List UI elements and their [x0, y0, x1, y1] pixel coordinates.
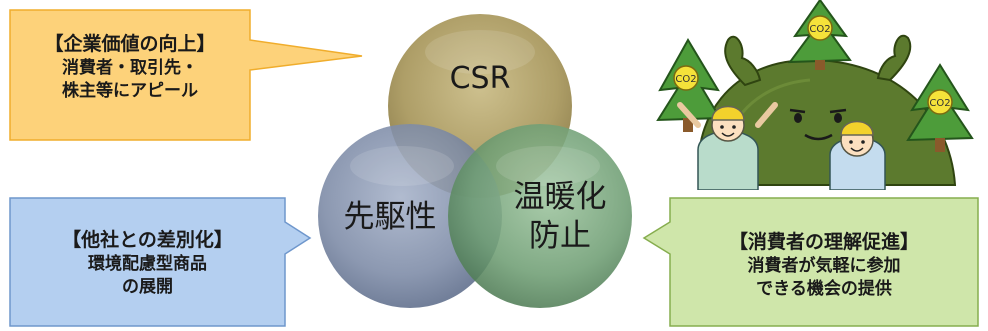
callout-consumer-understanding-line-2: できる機会の提供	[756, 278, 892, 299]
tree-label-left: CO2	[675, 74, 696, 85]
callout-corporate-value-title: 【企業価値の向上】	[44, 33, 216, 55]
co2-tree-mascot-icon: CO2 CO2 CO2	[656, 0, 974, 190]
callout-corporate-value: 【企業価値の向上】 消費者・取引先・ 株主等にアピール	[9, 9, 363, 141]
circle-label-pioneering: 先駆性	[343, 199, 437, 235]
callout-consumer-understanding: 【消費者の理解促進】 消費者が気軽に参加 できる機会の提供	[640, 197, 979, 327]
callout-consumer-understanding-line-1: 消費者が気軽に参加	[747, 256, 901, 277]
callout-corporate-value-line-2: 株主等にアピール	[62, 80, 198, 101]
callout-differentiation-title: 【他社との差別化】	[62, 229, 233, 251]
tree-label-top: CO2	[809, 24, 830, 35]
tree-label-right: CO2	[929, 98, 950, 109]
callout-differentiation-line-2: の展開	[122, 276, 173, 297]
venn-circle-pioneering	[318, 124, 502, 308]
callout-corporate-value-line-1: 消費者・取引先・	[62, 58, 198, 79]
venn-circle-warming-prevention	[448, 124, 632, 308]
callout-corporate-value-shape	[9, 9, 363, 141]
circle-label-csr: CSR	[449, 61, 511, 96]
callout-differentiation-shape	[9, 197, 312, 327]
callout-consumer-understanding-shape	[642, 197, 979, 327]
callout-differentiation: 【他社との差別化】 環境配慮型商品 の展開	[9, 197, 312, 327]
callout-corporate-value-text: 【企業価値の向上】 消費者・取引先・ 株主等にアピール	[10, 32, 250, 102]
circle-label-warming-prevention: 温暖化 防止	[513, 179, 607, 254]
callout-consumer-understanding-text: 【消費者の理解促進】 消費者が気軽に参加 できる機会の提供	[670, 230, 978, 300]
callout-differentiation-line-1: 環境配慮型商品	[88, 254, 207, 275]
callout-differentiation-text: 【他社との差別化】 環境配慮型商品 の展開	[10, 228, 285, 298]
callout-consumer-understanding-title: 【消費者の理解促進】	[728, 231, 919, 253]
